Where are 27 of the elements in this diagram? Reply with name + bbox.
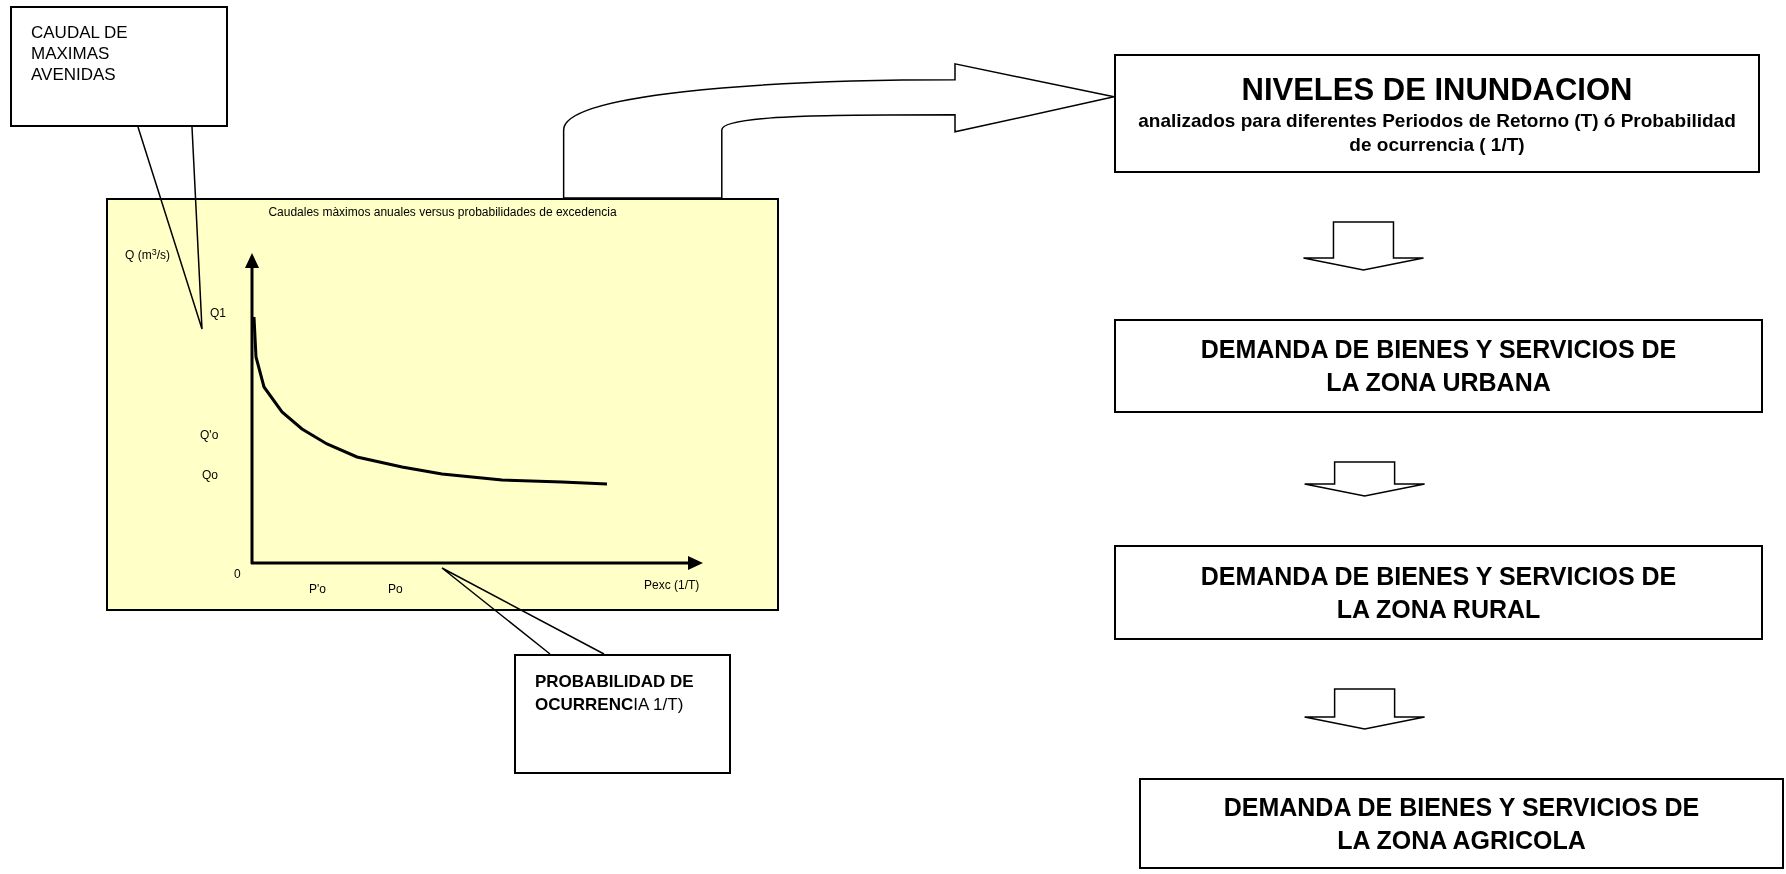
axis-label: Pexc (1/T): [644, 577, 700, 594]
callout-box: [514, 654, 731, 774]
axis-label: 0: [234, 566, 241, 583]
box-text: DEMANDA DE BIENES Y SERVICIOS DE LA ZONA AGRICOLA: [1222, 791, 1701, 856]
callout-text: CAUDAL DE MAXIMAS AVENIDAS: [31, 22, 129, 85]
axis-label: Qo: [202, 467, 218, 484]
box-heading: NIVELES DE INUNDACION: [1241, 70, 1633, 109]
process-box: [1114, 319, 1763, 413]
axis-label: Q'o: [200, 427, 219, 444]
box-text: DEMANDA DE BIENES Y SERVICIOS DE LA ZONA URBANA: [1199, 334, 1678, 398]
block-arrow: [1302, 221, 1425, 271]
process-box: [1114, 54, 1760, 173]
callout-text: PROBABILIDAD DE OCURRENCIA 1/T): [535, 671, 695, 716]
axis-label: P'o: [309, 581, 326, 598]
axis-label: Q (m$^{3}$/s): [124, 246, 170, 264]
box-text: analizados para diferentes Periodos de Retorno (T) ó Probabilidad de ocurrencia ( 1/T): [1137, 108, 1737, 157]
process-box: [1114, 545, 1763, 640]
box-text: DEMANDA DE BIENES Y SERVICIOS DE LA ZONA RURAL: [1199, 560, 1678, 625]
chart-panel: [106, 198, 779, 611]
axis-label: Q1: [210, 305, 226, 322]
block-arrow: [562, 63, 1115, 199]
chart-title: Caudales màximos anuales versus probabilidades de excedencia: [267, 204, 618, 221]
callout-box: [10, 6, 228, 127]
block-arrow: [1303, 461, 1426, 497]
block-arrow: [1303, 688, 1426, 730]
process-box: [1139, 778, 1784, 869]
axis-label: Po: [388, 581, 403, 598]
